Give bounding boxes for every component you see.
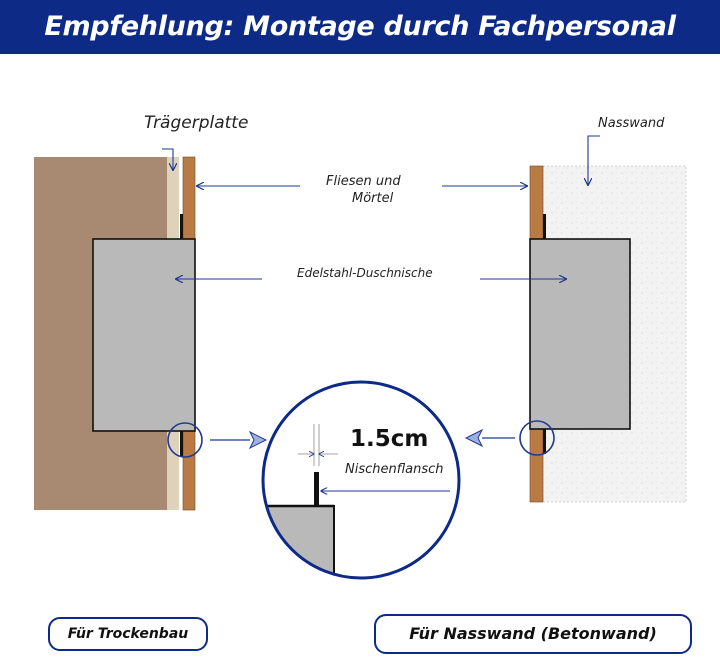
pointer-wet-wall [588,135,600,185]
niche-body-right [529,238,631,430]
label-flange: Nischenflansch [345,462,444,477]
drywall-construction [34,156,203,511]
niche-flange-bottom-right [543,429,546,454]
page-title: Empfehlung: Montage durch Fachpersonal [44,11,676,42]
zoom-detail [261,380,461,580]
niche-flange-bottom-left [180,431,183,456]
label-tiles-mortar-1: Fliesen und [326,174,401,189]
label-wetwall: Für Nasswand (Betonwand) [374,614,692,654]
label-wet-wall: Nasswand [598,116,665,131]
detail-circle-left [167,422,203,458]
wetwall-construction [519,165,687,503]
label-carrier-plate: Trägerplatte [144,113,249,133]
label-niche: Edelstahl-Duschnische [297,266,433,280]
zoom-flange [314,472,319,506]
label-dimension: 1.5cm [350,426,429,452]
niche-flange-top-right [543,214,546,239]
niche-flange-top-left [180,214,183,239]
label-drywall: Für Trockenbau [48,617,208,651]
zoom-circle [261,380,461,580]
label-tiles-mortar-2: Mörtel [352,191,394,206]
niche-body-left [92,238,196,432]
pointer-carrier-plate [162,148,173,170]
header-banner [0,0,720,54]
detail-circle-right [519,420,555,456]
